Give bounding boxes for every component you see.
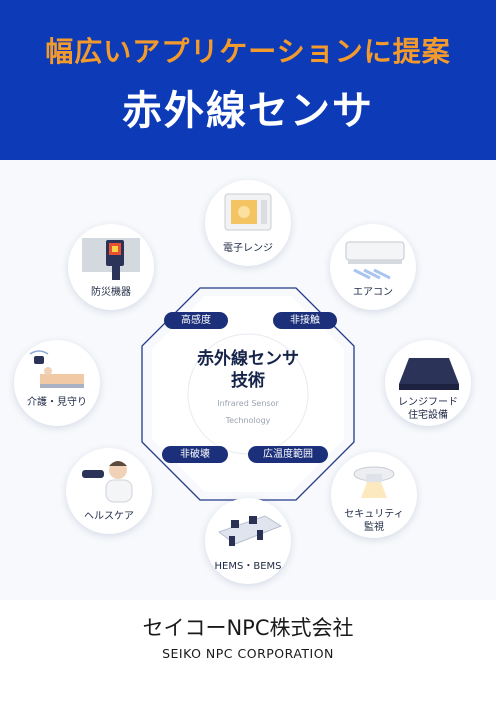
app-label-security-1: セキュリティ — [344, 509, 404, 520]
app-label-disaster-prevention: 防災機器 — [91, 287, 131, 298]
core-subtitle-line2: Technology — [225, 416, 271, 425]
app-label-range-hood-1: レンジフード — [398, 397, 458, 408]
headline-subtitle: 幅広いアプリケーションに提案 — [45, 35, 451, 68]
app-label-security-2: 監視 — [364, 522, 384, 533]
app-node-healthcare: ヘルスケア — [66, 448, 152, 534]
header-banner: 幅広いアプリケーションに提案 赤外線センサ — [0, 0, 496, 160]
feature-pill-high-sensitivity: 高感度 — [164, 312, 228, 329]
octagon-ring — [141, 287, 355, 501]
app-label-range-hood-2: 住宅設備 — [408, 410, 448, 421]
security-sensor-icon — [353, 466, 395, 498]
air-conditioner-icon — [345, 241, 405, 280]
office-desk-icon — [217, 515, 283, 546]
company-name-en: SEIKO NPC CORPORATION — [162, 646, 334, 661]
feature-pill-non-contact: 非接触 — [273, 312, 337, 329]
app-node-air-conditioner: エアコン — [330, 224, 416, 310]
core-technology-label: 赤外線センサ 技術 Infrared Sensor Technology — [175, 348, 321, 468]
bed-monitor-icon — [29, 350, 84, 388]
application-diagram: 赤外線センサ 技術 Infrared Sensor Technology 高感度… — [0, 160, 496, 600]
feature-pill-wide-temp-range: 広温度範囲 — [248, 446, 328, 463]
company-logo: セイコーNPC株式会社 SEIKO NPC CORPORATION — [120, 612, 376, 661]
headline-title: 赤外線センサ — [122, 88, 374, 134]
app-node-range-hood: レンジフード 住宅設備 — [385, 340, 471, 426]
app-node-disaster-prevention: 防災機器 — [68, 224, 154, 310]
thermal-camera-icon — [82, 238, 140, 280]
core-title-line2: 技術 — [231, 371, 265, 391]
app-node-security: セキュリティ 監視 — [331, 452, 417, 538]
core-title-line1: 赤外線センサ — [197, 349, 299, 369]
app-node-microwave: 電子レンジ — [205, 180, 291, 266]
feature-pill-non-destructive: 非破壊 — [162, 446, 228, 463]
microwave-icon — [224, 193, 272, 231]
app-label-air-conditioner: エアコン — [353, 287, 393, 298]
app-label-nursing-care: 介護・見守り — [27, 397, 87, 408]
range-hood-icon — [399, 358, 459, 390]
app-node-nursing-care: 介護・見守り — [14, 340, 100, 426]
app-label-healthcare: ヘルスケア — [84, 511, 134, 522]
company-name-jp: セイコーNPC株式会社 — [142, 616, 354, 640]
core-subtitle-line1: Infrared Sensor — [217, 399, 279, 408]
app-label-hems-bems: HEMS・BEMS — [214, 561, 282, 572]
app-label-microwave: 電子レンジ — [223, 243, 273, 254]
app-node-hems-bems: HEMS・BEMS — [205, 498, 291, 584]
thermometer-doctor-icon — [82, 461, 133, 503]
